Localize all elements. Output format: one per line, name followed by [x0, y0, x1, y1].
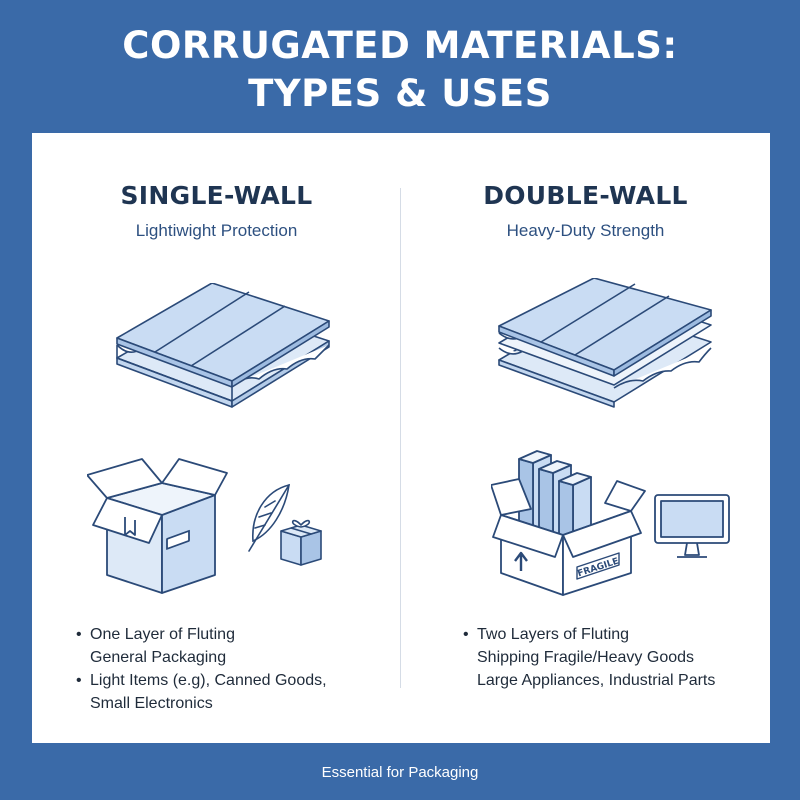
page-title-line-2: TYPES & USES — [248, 72, 552, 115]
double-wall-column: DOUBLE-WALL Heavy-Duty Strength — [401, 133, 770, 743]
page-title: CORRUGATED MATERIALS: TYPES & USES — [0, 22, 800, 118]
list-item: Large Appliances, Industrial Parts — [477, 672, 716, 689]
column-divider — [400, 188, 401, 688]
fragile-box-with-books-icon: FRAGILE — [491, 450, 646, 596]
double-wall-subtitle: Heavy-Duty Strength — [506, 221, 665, 240]
list-item: •Two Layers of Fluting — [463, 626, 630, 643]
list-item: •One Layer of Fluting — [76, 626, 235, 643]
list-item: Small Electronics — [90, 695, 213, 712]
single-wall-subtitle: Lightiwight Protection — [135, 221, 298, 240]
list-item: Shipping Fragile/Heavy Goods — [477, 649, 695, 666]
monitor-icon — [654, 494, 730, 558]
content-panel: SINGLE-WALL Lightiwight Protection — [32, 133, 770, 743]
single-wall-board-icon — [116, 283, 330, 408]
gift-box-icon — [280, 519, 322, 566]
list-item: •Light Items (e.g), Canned Goods, — [76, 672, 327, 689]
feather-icon — [248, 483, 290, 552]
single-wall-bullet-list: •One Layer of Fluting General Packaging … — [76, 623, 327, 715]
list-item: General Packaging — [90, 649, 227, 666]
double-wall-title: DOUBLE-WALL — [483, 181, 688, 210]
single-wall-title: SINGLE-WALL — [120, 181, 313, 210]
footer-text: Essential for Packaging — [321, 764, 479, 781]
double-wall-board-icon — [498, 278, 712, 408]
page-title-line-1: CORRUGATED MATERIALS: — [122, 24, 678, 67]
single-wall-column: SINGLE-WALL Lightiwight Protection — [32, 133, 401, 743]
double-wall-bullet-list: •Two Layers of Fluting Shipping Fragile/… — [463, 623, 716, 692]
open-box-icon — [87, 458, 228, 594]
